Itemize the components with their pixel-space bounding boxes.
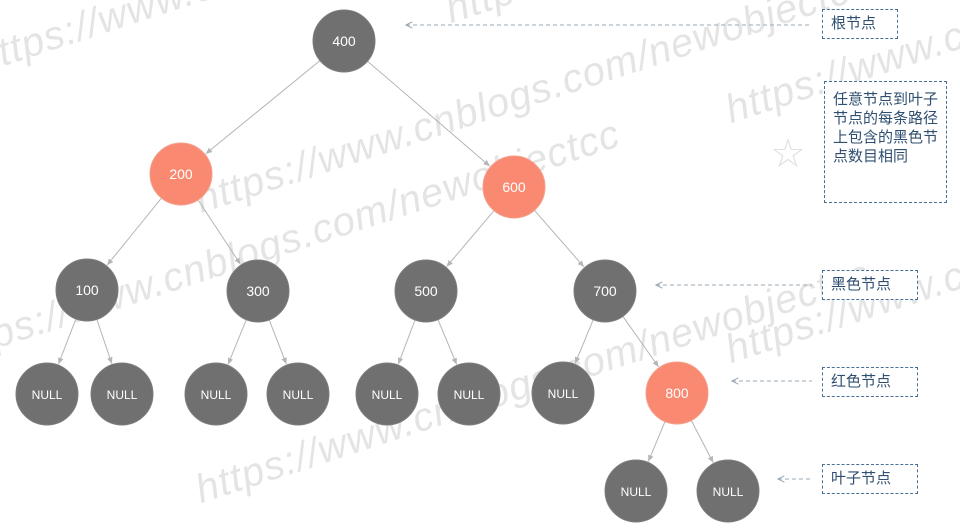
node-label: NULL xyxy=(713,485,744,499)
tree-edge-n600-n700 xyxy=(534,210,585,268)
node-label: NULL xyxy=(454,388,485,402)
tree-node-null7: NULL xyxy=(531,361,595,425)
tree-edge-n100-null1 xyxy=(58,318,77,365)
node-label: NULL xyxy=(107,388,138,402)
tree-edge-n800-null9 xyxy=(690,420,714,463)
node-label: 600 xyxy=(502,179,526,195)
black-node-circle xyxy=(55,258,119,322)
tree-node-null9: NULL xyxy=(696,459,760,523)
tree-edge-n700-null7 xyxy=(574,319,594,364)
tree-edge-n200-n300 xyxy=(197,199,241,265)
node-label: 400 xyxy=(332,33,356,49)
node-label: NULL xyxy=(621,485,652,499)
black-node-circle xyxy=(437,362,501,426)
legend-root-node: 根节点 xyxy=(822,9,898,39)
tree-edge-n400-n600 xyxy=(367,60,491,167)
tree-node-n800: 800 xyxy=(645,361,709,425)
tree-node-n600: 600 xyxy=(482,155,546,219)
tree-node-null3: NULL xyxy=(184,362,248,426)
star-icon: ☆ xyxy=(770,131,806,177)
black-node-circle xyxy=(573,259,637,323)
tree-edge-n500-null6 xyxy=(437,319,458,365)
red-node-circle xyxy=(149,142,213,206)
tree-edge-n100-null2 xyxy=(96,319,113,364)
tree-node-null8: NULL xyxy=(604,459,668,523)
node-label: 200 xyxy=(169,166,193,182)
red-node-circle xyxy=(482,155,546,219)
red-node-circle xyxy=(645,361,709,425)
black-node-circle xyxy=(266,362,330,426)
tree-node-n200: 200 xyxy=(149,142,213,206)
legend-black-node: 黑色节点 xyxy=(822,270,918,300)
black-node-circle xyxy=(394,259,458,323)
tree-node-n400: 400 xyxy=(312,9,376,73)
legend-red-node: 红色节点 xyxy=(822,367,918,397)
tree-node-null1: NULL xyxy=(15,362,79,426)
node-label: NULL xyxy=(548,387,579,401)
black-node-circle xyxy=(531,361,595,425)
node-label: NULL xyxy=(283,388,314,402)
tree-edge-n600-n500 xyxy=(446,210,495,267)
tree-node-null5: NULL xyxy=(355,362,419,426)
tree-edge-n800-null8 xyxy=(647,421,666,462)
tree-edges xyxy=(58,60,714,463)
tree-edge-n300-null3 xyxy=(227,319,247,365)
tree-node-null2: NULL xyxy=(90,362,154,426)
tree-node-n100: 100 xyxy=(55,258,119,322)
legend-black-height-rule: 任意节点到叶子节点的每条路径上包含的黑色节点数目相同 xyxy=(824,81,947,203)
legend-pointers xyxy=(406,25,812,479)
tree-edge-n500-null5 xyxy=(397,319,416,365)
black-node-circle xyxy=(604,459,668,523)
black-node-circle xyxy=(226,259,290,323)
node-label: 500 xyxy=(414,283,438,299)
tree-edge-n700-n800 xyxy=(622,316,659,368)
tree-edge-n300-null4 xyxy=(268,319,287,365)
node-label: NULL xyxy=(32,388,63,402)
tree-node-null4: NULL xyxy=(266,362,330,426)
tree-edge-n400-n200 xyxy=(205,60,321,155)
black-node-circle xyxy=(90,362,154,426)
node-label: 100 xyxy=(75,282,99,298)
node-label: 300 xyxy=(246,283,270,299)
black-node-circle xyxy=(355,362,419,426)
tree-node-n500: 500 xyxy=(394,259,458,323)
tree-node-n300: 300 xyxy=(226,259,290,323)
node-label: NULL xyxy=(201,388,232,402)
black-node-circle xyxy=(312,9,376,73)
black-node-circle xyxy=(696,459,760,523)
node-label: 700 xyxy=(593,283,617,299)
legend-leaf-node: 叶子节点 xyxy=(822,464,918,494)
black-node-circle xyxy=(15,362,79,426)
black-node-circle xyxy=(184,362,248,426)
tree-node-null6: NULL xyxy=(437,362,501,426)
tree-edge-n200-n100 xyxy=(106,197,162,266)
tree-node-n700: 700 xyxy=(573,259,637,323)
node-label: NULL xyxy=(372,388,403,402)
node-label: 800 xyxy=(665,385,689,401)
